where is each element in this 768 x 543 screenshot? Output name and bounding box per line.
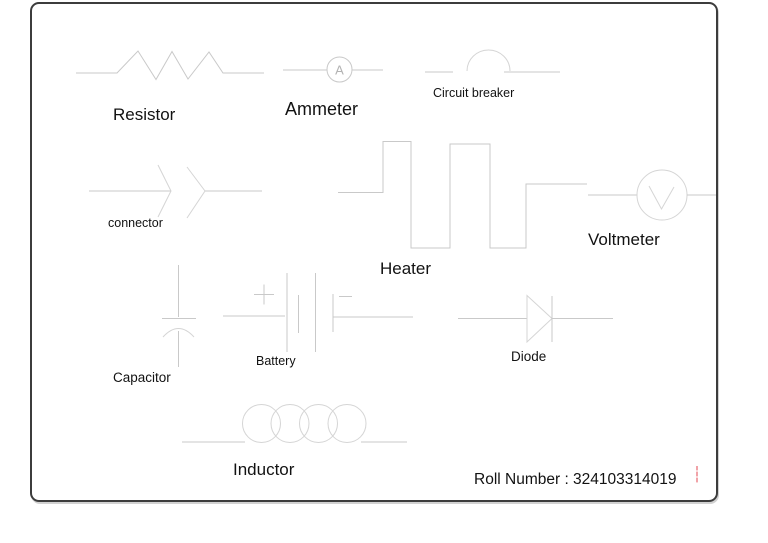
circuit-breaker-label: Circuit breaker: [433, 86, 515, 100]
connector-label: connector: [108, 216, 163, 230]
battery-plus-sign: [254, 284, 274, 305]
capacitor-symbol: [162, 265, 196, 367]
text-caret: [696, 466, 698, 483]
diode-label: Diode: [511, 349, 547, 364]
breaker-arc: [466, 49, 511, 72]
ammeter-symbol: A: [283, 56, 383, 83]
resistor-symbol: [76, 50, 264, 81]
battery-label: Battery: [256, 354, 296, 368]
heater-label: Heater: [380, 259, 432, 278]
resistor-zigzag: [76, 50, 264, 81]
sheet-border: [30, 2, 718, 502]
capacitor-curved-plate: [162, 328, 195, 338]
inductor-loop-1: [242, 404, 281, 443]
inductor-loop-2: [270, 404, 310, 443]
ammeter-letter: A: [335, 63, 344, 78]
circuit-breaker-symbol: [425, 49, 560, 73]
capacitor-label: Capacitor: [113, 370, 171, 385]
voltmeter-circle: [636, 169, 688, 221]
ammeter-label: Ammeter: [285, 99, 359, 119]
heater-square-wave: [338, 141, 587, 249]
connector-chevron-1: [157, 164, 172, 218]
diode-symbol: [458, 294, 613, 344]
inductor-loop-4: [327, 404, 367, 443]
battery-symbol: [223, 273, 413, 352]
connector-chevron-2: [186, 166, 206, 219]
voltmeter-letter-v: [648, 185, 675, 211]
inductor-loop-3: [299, 404, 338, 443]
roll-number-text[interactable]: Roll Number : 324103314019: [474, 471, 677, 488]
inductor-label: Inductor: [233, 460, 295, 479]
resistor-label: Resistor: [113, 105, 176, 124]
connector-symbol: [89, 164, 262, 219]
diode-triangle: [526, 294, 553, 344]
inductor-symbol: [182, 404, 407, 443]
heater-symbol: [338, 141, 587, 249]
voltmeter-symbol: [588, 169, 716, 221]
voltmeter-label: Voltmeter: [588, 230, 660, 249]
